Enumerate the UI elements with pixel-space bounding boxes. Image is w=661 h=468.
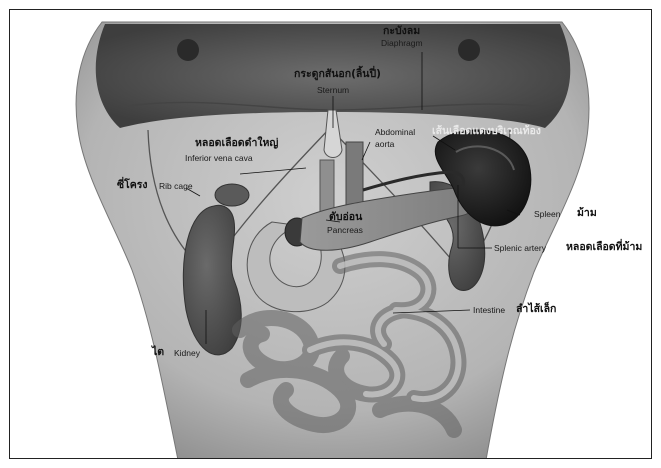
label-rib-cage-en: Rib cage [159, 182, 193, 191]
label-ivc-th: หลอดเลือดดำใหญ่ [195, 138, 278, 149]
label-intestine-th: ลำไส้เล็ก [516, 304, 556, 315]
figure-frame: กะบังลม Diaphragm กระดูกสันอก(ลิ้นปี่) S… [9, 9, 652, 459]
label-pancreas-en: Pancreas [327, 226, 363, 235]
right-nipple [458, 39, 480, 61]
left-nipple [177, 39, 199, 61]
label-sternum-en: Sternum [317, 86, 349, 95]
label-kidney-th: ไต [152, 347, 164, 358]
label-splenic-artery-en: Splenic artery [494, 244, 546, 253]
label-spleen-en: Spleen [534, 210, 560, 219]
label-splenic-artery-th: หลอดเลือดที่ม้าม [566, 242, 642, 253]
label-abdominal-aorta-en-2: aorta [375, 140, 394, 149]
label-abdominal-aorta-en-1: Abdominal [375, 128, 415, 137]
label-rib-cage-th: ซี่โครง [117, 180, 148, 191]
label-pancreas-th: ตับอ่อน [329, 212, 362, 223]
label-ivc-en: Inferior vena cava [185, 154, 253, 163]
label-diaphragm-en: Diaphragm [381, 39, 423, 48]
label-kidney-en: Kidney [174, 349, 200, 358]
label-spleen-th: ม้าม [577, 208, 597, 219]
label-diaphragm-th: กะบังลม [383, 26, 420, 37]
label-sternum-th: กระดูกสันอก(ลิ้นปี่) [294, 69, 381, 80]
adrenal-shape [215, 184, 249, 206]
label-abdominal-aorta-th: เส้นเลือดแดงบริเวณท้อง [432, 126, 541, 137]
label-intestine-en: Intestine [473, 306, 505, 315]
